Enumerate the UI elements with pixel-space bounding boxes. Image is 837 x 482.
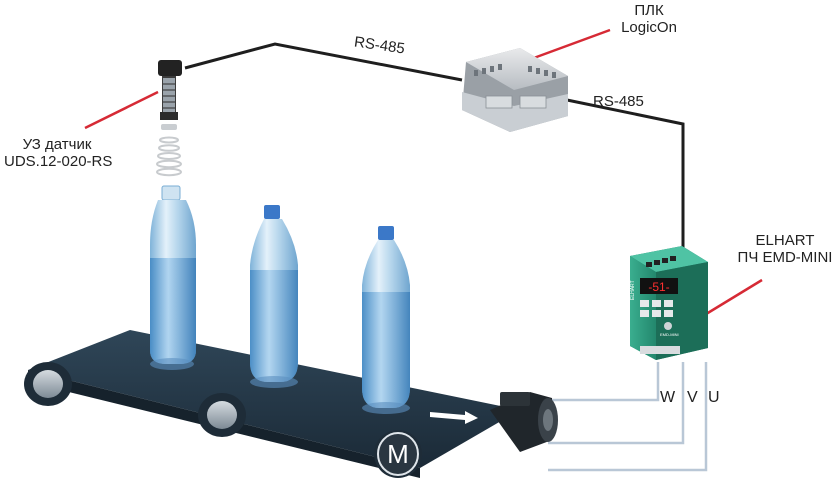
vfd-drive: -51- ELHART EMD-MINI [630, 246, 708, 360]
vfd-display [640, 278, 678, 294]
vfd-model-text: EMD-MINI [660, 332, 679, 337]
vfd-label-line1: ELHART [755, 232, 815, 249]
bottle-right [362, 226, 410, 414]
vfd-display-text: -51- [648, 280, 669, 294]
ultrasonic-waves [156, 136, 182, 177]
direction-arrow-icon [430, 411, 478, 424]
sensor-label: УЗ датчик UDS.12-020-RS [4, 136, 113, 170]
phase-u-label: U [708, 389, 720, 406]
motor-end-cap [377, 432, 419, 476]
phase-w-label: W [660, 389, 676, 406]
plc-label-line1: ПЛК [634, 2, 664, 19]
bottle-middle [250, 205, 298, 388]
plc-controller [462, 48, 568, 132]
phase-wires [548, 362, 708, 472]
bottle-left [150, 185, 196, 370]
plc-label: ПЛК LogicOn [604, 2, 694, 36]
vfd-label-line2: ПЧ EMD-MINI [737, 249, 833, 266]
rs485-right-label: RS-485 [593, 93, 644, 110]
vfd-label: ELHART ПЧ EMD-MINI [735, 232, 835, 266]
plc-label-line2: LogicOn [621, 19, 677, 36]
phase-v-label: V [687, 389, 698, 406]
vfd-brand-text: ELHART [630, 280, 636, 300]
ultrasonic-sensor [158, 60, 182, 130]
motor-letter: M [387, 439, 409, 469]
motor: M [377, 392, 558, 476]
sensor-label-line1: УЗ датчик [22, 136, 92, 153]
rs485-cable [184, 42, 685, 248]
sensor-label-line2: UDS.12-020-RS [4, 153, 113, 170]
